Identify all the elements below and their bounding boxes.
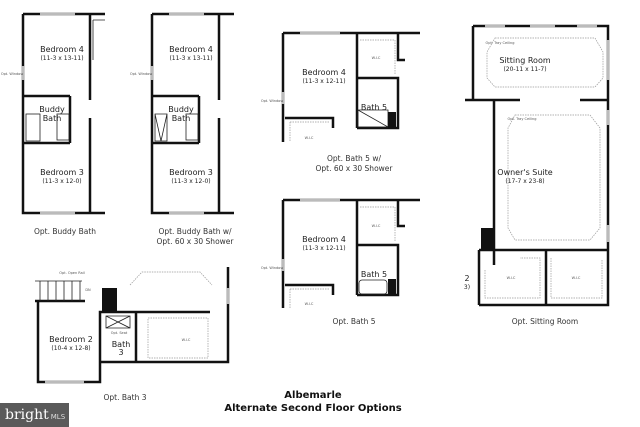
option-caption: Opt. Buddy Bath w/ <box>158 227 232 236</box>
closet-label: W.I.C <box>572 276 581 280</box>
rail-note: Opt. Open Rail <box>59 271 85 275</box>
room-label: Owner's Suite <box>497 168 553 177</box>
option-caption: Opt. Bath 5 w/ <box>327 154 381 163</box>
room-dimensions: (11-3 x 12-11) <box>302 78 345 85</box>
plan-subtitle: Alternate Second Floor Options <box>224 403 401 414</box>
closet-label: W.I.C <box>182 338 191 342</box>
room-label: Bath 5 <box>361 270 387 279</box>
option-caption: Opt. Buddy Bath <box>34 227 96 236</box>
panel-buddy-bath-shower <box>150 12 234 215</box>
ceiling-note: Opt. Tray Ceiling <box>508 117 537 121</box>
room-label: 3 <box>118 348 123 357</box>
room-label: Bath <box>43 114 62 123</box>
window-note: Opt. Window <box>261 266 284 270</box>
watermark-brand: bright <box>5 407 49 423</box>
room-label: Bedroom 4 <box>302 68 346 77</box>
room-label: Bedroom 4 <box>169 45 213 54</box>
partial-label: 2 <box>464 274 469 283</box>
window-note: Opt. Window <box>261 99 284 103</box>
option-caption: Opt. Bath 5 <box>333 317 376 326</box>
plan-title: Albemarle <box>284 390 342 401</box>
room-dimensions: (11-3 x 12-11) <box>302 245 345 252</box>
option-caption: Opt. 60 x 30 Shower <box>316 164 394 173</box>
room-label: Bedroom 4 <box>302 235 346 244</box>
closet-label: W.I.C <box>305 136 314 140</box>
room-label: Bedroom 3 <box>169 168 213 177</box>
room-dimensions: (11-3 x 13-11) <box>40 55 83 62</box>
room-label: Bath <box>172 114 191 123</box>
option-caption: Opt. Sitting Room <box>512 317 578 326</box>
room-label: Bath 5 <box>361 103 387 112</box>
panel-sitting-room <box>465 24 610 307</box>
room-label: Bedroom 4 <box>40 45 84 54</box>
panel-bath5-shower <box>281 31 420 142</box>
option-caption: Opt. 60 x 30 Shower <box>157 237 235 246</box>
partial-label: 3) <box>464 284 470 291</box>
room-label: Bedroom 3 <box>40 168 84 177</box>
seat-note: Opt. Seat <box>111 331 128 335</box>
closet-label: W.I.C <box>305 302 314 306</box>
room-dimensions: (11-3 x 13-11) <box>169 55 212 62</box>
room-dimensions: (11-3 x 12-0) <box>42 178 81 185</box>
panel-buddy-bath <box>21 12 105 215</box>
option-caption: Opt. Bath 3 <box>104 393 147 402</box>
room-dimensions: (11-3 x 12-0) <box>171 178 210 185</box>
room-dimensions: (17-7 x 23-8) <box>505 178 544 185</box>
closet-label: W.I.C <box>372 56 381 60</box>
labels: Bedroom 4 (11-3 x 13-11) Opt. Window Bud… <box>1 41 581 414</box>
stair-direction: DN <box>85 288 91 292</box>
room-label: Buddy <box>168 105 194 114</box>
ceiling-note: Opt. Tray Ceiling <box>486 41 515 45</box>
window-note: Opt. Window <box>1 72 24 76</box>
room-label: Buddy <box>39 105 65 114</box>
panel-bath5 <box>281 198 420 308</box>
closet-label: W.I.C <box>507 276 516 280</box>
room-label: Bath <box>112 340 131 349</box>
panel-bath3 <box>35 267 230 384</box>
window-note: Opt. Window <box>130 72 153 76</box>
room-dimensions: (10-4 x 12-8) <box>51 345 90 352</box>
room-dimensions: (20-11 x 11-7) <box>503 66 546 73</box>
room-label: Bedroom 2 <box>49 335 93 344</box>
closet-label: W.I.C <box>372 224 381 228</box>
watermark-suffix: MLS <box>50 413 66 421</box>
room-label: Sitting Room <box>499 56 550 65</box>
